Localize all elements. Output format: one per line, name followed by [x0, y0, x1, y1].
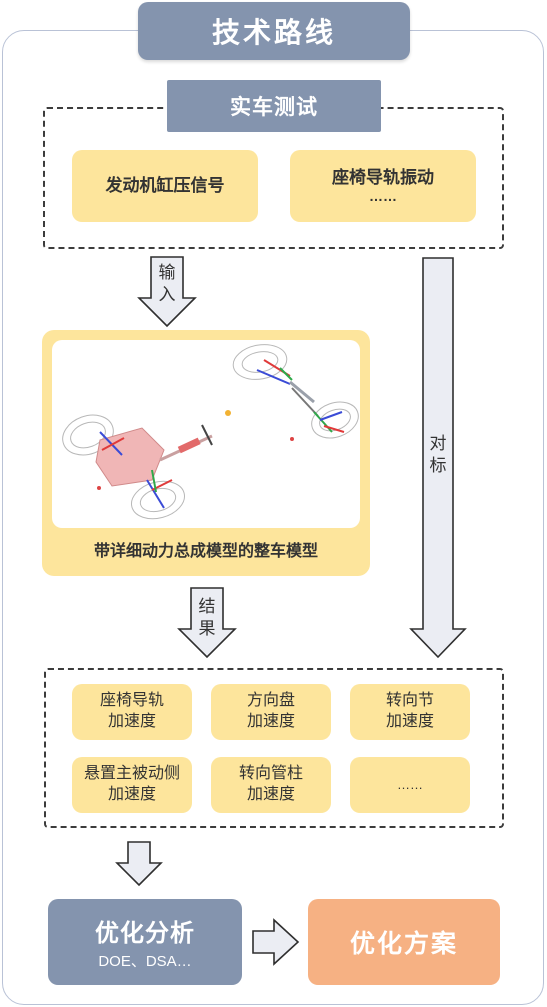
result-line: 加速度 [107, 786, 156, 803]
result-line: 加速度 [246, 786, 295, 803]
result-mount: 悬置主被动侧 加速度 [72, 757, 192, 813]
optimize-analysis-title: 优化分析 [95, 920, 195, 947]
result-arrow [177, 587, 237, 659]
input-char: 入 [158, 285, 176, 304]
optimize-plan-box: 优化方案 [308, 899, 500, 985]
result-line: …… [397, 776, 423, 792]
signal-line: …… [369, 188, 397, 205]
input-char: 输 [158, 263, 176, 282]
plan-arrow [252, 918, 300, 966]
result-line: 方向盘 [246, 692, 295, 710]
signal-line: 发动机缸压信号 [105, 175, 225, 195]
optimize-analysis-subtitle: DOE、DSA… [98, 953, 192, 970]
signal-line: 座椅导轨振动 [332, 168, 434, 188]
result-line: 悬置主被动侧 [83, 765, 180, 783]
vehicle-model-image [52, 340, 360, 528]
result-more: …… [350, 757, 470, 813]
result-steering-wheel: 方向盘 加速度 [211, 684, 331, 740]
result-line: 转向管柱 [238, 765, 303, 783]
vehicle-model-panel: 带详细动力总成模型的整车模型 [42, 330, 370, 576]
result-knuckle: 转向节 加速度 [350, 684, 470, 740]
result-line: 座椅导轨 [99, 692, 164, 710]
page-title: 技术路线 [138, 2, 410, 60]
result-line: 转向节 [385, 692, 434, 710]
result-line: 加速度 [246, 713, 295, 730]
compare-char: 对 [429, 434, 447, 453]
input-arrow-label: 输 入 [154, 262, 180, 306]
results-group [44, 668, 504, 828]
result-steering-column: 转向管柱 加速度 [211, 757, 331, 813]
vehicle-model-drawing [62, 344, 359, 520]
optimize-analysis-box: 优化分析 DOE、DSA… [48, 899, 242, 985]
signal-engine-pressure: 发动机缸压信号 [72, 150, 258, 222]
compare-arrow-label: 对 标 [425, 433, 451, 477]
result-char: 结 [198, 597, 216, 616]
signal-seat-rail: 座椅导轨振动 …… [290, 150, 476, 222]
result-char: 果 [198, 619, 216, 638]
result-seat-rail: 座椅导轨 加速度 [72, 684, 192, 740]
vehicle-model-caption: 带详细动力总成模型的整车模型 [93, 543, 318, 560]
analysis-arrow [115, 841, 163, 887]
result-arrow-label: 结 果 [194, 596, 220, 640]
compare-arrow [409, 257, 467, 659]
test-section-label: 实车测试 [167, 80, 381, 132]
compare-char: 标 [429, 456, 447, 475]
input-arrow [137, 256, 197, 328]
result-line: 加速度 [107, 713, 156, 730]
result-line: 加速度 [385, 713, 434, 730]
